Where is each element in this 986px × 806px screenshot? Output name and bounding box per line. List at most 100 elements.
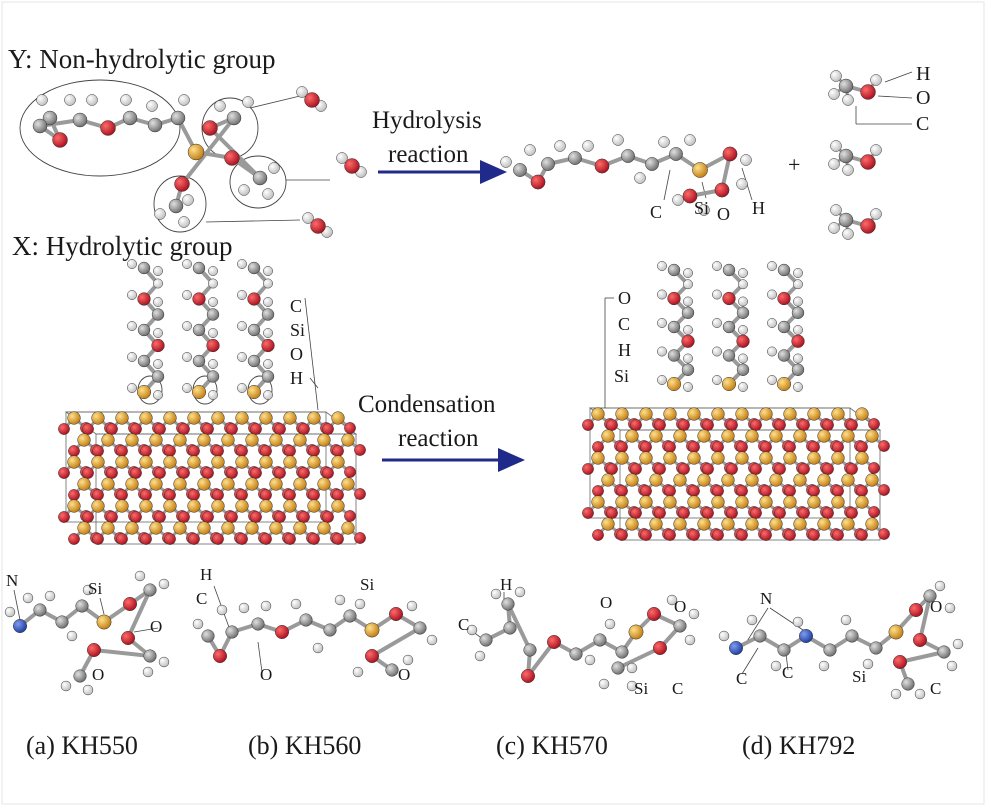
atom-h: [263, 390, 273, 400]
atom-h: [842, 164, 854, 176]
atom-h: [64, 94, 76, 106]
atom-s: [197, 477, 211, 491]
atom-h: [870, 208, 882, 220]
atom-s: [139, 499, 153, 513]
atom-o: [140, 489, 152, 501]
atom-s: [341, 433, 355, 447]
atom-s: [692, 162, 708, 178]
atom-h: [604, 618, 616, 630]
guide-line: [309, 377, 319, 389]
atom-s: [697, 429, 711, 443]
atom-o: [206, 338, 220, 353]
atom-h: [127, 259, 137, 269]
atom-h: [657, 375, 667, 385]
atom-o: [68, 533, 80, 545]
bond: [126, 588, 152, 640]
atom-label-c3-kh792: C: [930, 679, 941, 698]
atom-h: [146, 100, 158, 112]
atom-h: [767, 261, 777, 271]
atom-h: [406, 600, 418, 612]
atom-c: [838, 148, 854, 164]
atom-o: [846, 419, 858, 431]
atom-h: [153, 266, 163, 276]
atom-h: [657, 318, 667, 328]
atom-c: [753, 629, 767, 643]
atom-h: [712, 318, 722, 328]
atom-s: [601, 429, 615, 443]
atom-c: [569, 647, 583, 661]
atom-h: [683, 268, 693, 278]
atom-h: [474, 650, 486, 662]
atom-s: [187, 499, 201, 513]
atom-c: [777, 349, 791, 362]
atom-c: [791, 306, 805, 319]
atom-h: [683, 279, 693, 290]
atom-o: [322, 423, 334, 435]
atom-o: [344, 422, 356, 434]
atom-s: [817, 429, 831, 443]
atom-h: [738, 325, 748, 335]
atom-s: [317, 477, 331, 491]
atom-o: [154, 511, 166, 523]
atom-label-si-right: Si: [614, 366, 629, 386]
group-ellipse: [19, 79, 181, 177]
atom-label-h-right: H: [618, 340, 631, 360]
atom-o: [275, 625, 289, 639]
atom-h: [263, 297, 273, 307]
atom-h: [466, 624, 478, 636]
atom-h: [182, 383, 192, 393]
group-ellipse: [229, 155, 287, 209]
atom-h: [914, 688, 926, 700]
atom-h: [793, 353, 803, 364]
atom-h: [666, 594, 678, 606]
atom-h: [127, 321, 137, 331]
atom-o: [130, 511, 142, 523]
atom-s: [211, 411, 225, 425]
atom-s: [163, 455, 177, 469]
atom-h: [296, 86, 308, 98]
atom-o: [722, 291, 736, 306]
atom-c: [645, 157, 659, 171]
atom-h: [793, 325, 803, 335]
atom-c: [192, 323, 206, 337]
atom-o: [274, 467, 286, 479]
atom-s: [721, 517, 735, 531]
atom-s: [245, 521, 259, 535]
atom-o: [116, 445, 128, 457]
atom-o: [726, 507, 738, 519]
atom-s: [591, 451, 605, 465]
atom-o: [123, 597, 137, 611]
atom-h: [242, 96, 254, 108]
atom-s: [687, 495, 701, 509]
atom-h: [952, 638, 964, 650]
atom-h: [268, 162, 280, 174]
atom-o: [702, 507, 714, 519]
atom-o: [310, 218, 326, 234]
atom-o: [832, 529, 844, 541]
guide-line: [741, 647, 759, 675]
atom-c: [667, 349, 681, 362]
atom-label-si-kh550: Si: [88, 579, 102, 598]
atom-s: [149, 521, 163, 535]
atom-o: [784, 441, 796, 453]
bond: [526, 640, 556, 678]
atom-c: [261, 308, 275, 321]
atom-o: [298, 467, 310, 479]
atom-c: [923, 589, 937, 603]
atom-c: [168, 198, 184, 214]
atom-label-c-kh560: C: [196, 589, 207, 608]
atom-c: [869, 641, 883, 655]
atom-o: [878, 484, 890, 496]
atom-o: [58, 511, 70, 523]
atom-s: [187, 455, 201, 469]
atom-o: [284, 445, 296, 457]
atom-o: [354, 488, 366, 500]
atom-h: [626, 662, 638, 674]
atom-s: [759, 451, 773, 465]
atom-h: [426, 634, 438, 646]
atom-c: [247, 354, 261, 368]
atom-s: [831, 451, 845, 465]
atom-o: [178, 511, 190, 523]
atom-s: [221, 521, 235, 535]
atom-s: [625, 429, 639, 443]
